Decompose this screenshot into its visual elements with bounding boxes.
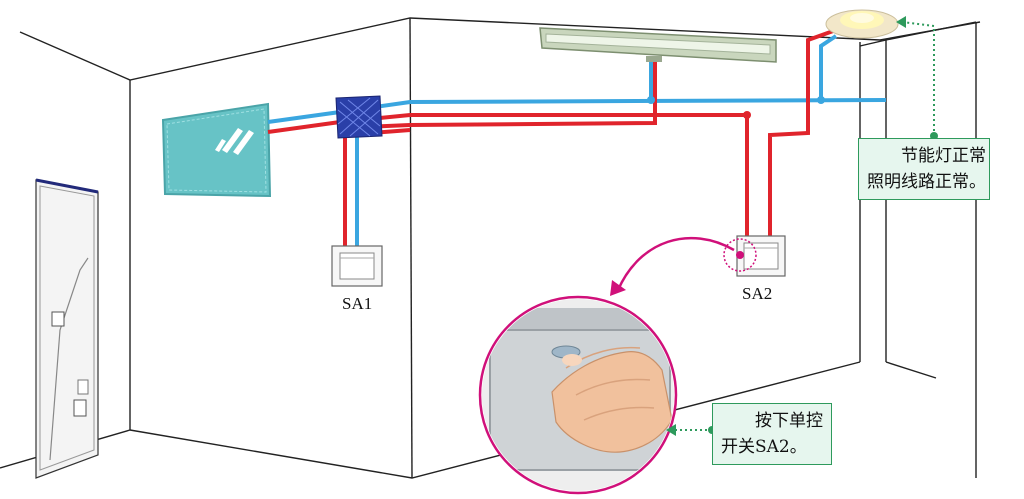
neutral-wires	[267, 34, 887, 250]
zoom-indicator	[610, 236, 757, 296]
switch-label-sa1: SA1	[342, 294, 373, 313]
callout-line: 节能灯正常	[901, 146, 986, 166]
action-callout: 按下单控 开关SA2。	[712, 403, 832, 465]
distribution-panel-icon	[161, 102, 272, 198]
leader-lines	[672, 21, 935, 431]
finger-pressing-switch-icon	[551, 346, 673, 453]
wire-junction-live	[743, 111, 751, 119]
wall-switch-icon	[736, 235, 786, 277]
lamp-status-callout: 节能灯正常 照明线路正常。	[858, 138, 990, 200]
fluorescent-tube-lamp-icon	[539, 27, 777, 63]
callout-line: 照明线路正常。	[867, 172, 986, 192]
wire-junctions	[647, 96, 825, 104]
junction-box-icon	[335, 95, 383, 139]
switch-label-sa2: SA2	[742, 284, 773, 303]
wall-switch-icon	[331, 245, 383, 287]
ceiling-lamp-icon	[825, 9, 899, 39]
doorway	[35, 178, 99, 479]
room-outline	[0, 17, 981, 479]
arrow-head-icon	[666, 424, 676, 436]
zoomed-switch-view	[478, 295, 678, 495]
arrow-head-icon	[896, 16, 906, 28]
live-wires	[267, 28, 837, 250]
callout-line: 按下单控	[755, 411, 823, 431]
callout-line: 开关SA2。	[721, 437, 807, 457]
